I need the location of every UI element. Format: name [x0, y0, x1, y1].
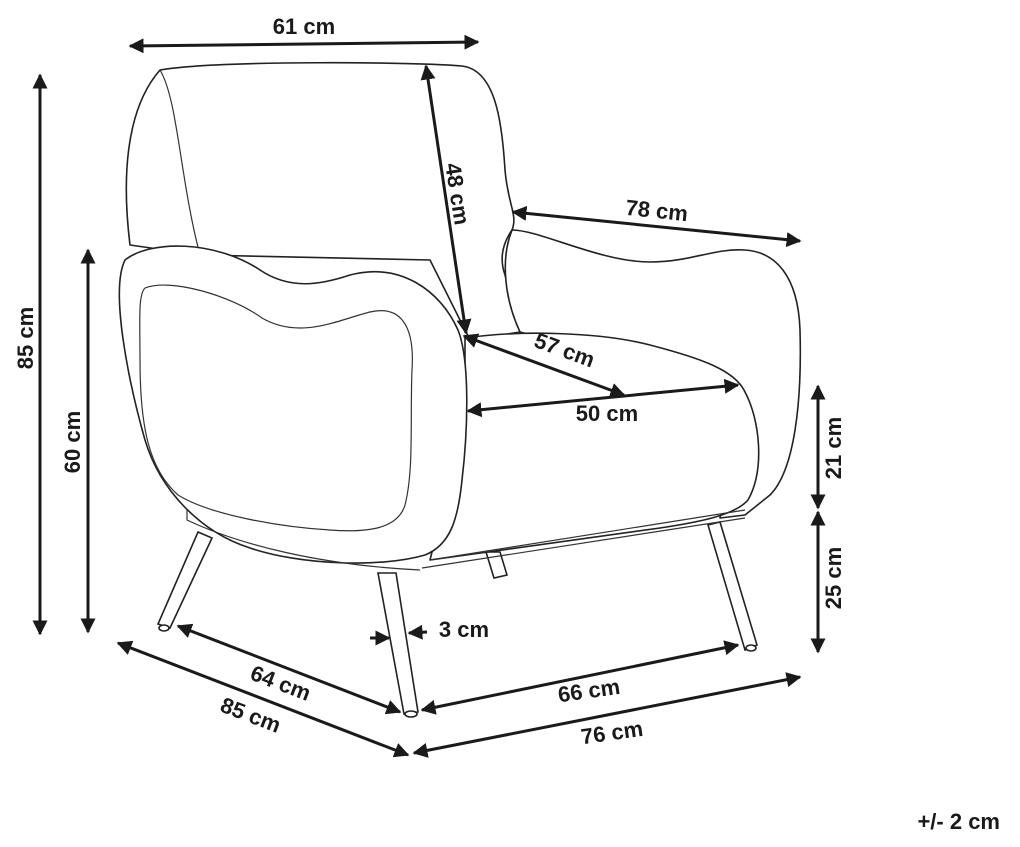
left-armrest-panel [139, 284, 413, 532]
dim-line-back-width [128, 34, 480, 54]
back-left-leg [484, 551, 509, 579]
base-rail [186, 510, 421, 571]
seat-base-edge [421, 517, 746, 569]
tolerance-note: +/- 2 cm [917, 809, 1000, 834]
dim-line-total-depth [116, 640, 410, 758]
front-left-foot [158, 624, 170, 632]
front-right-leg [377, 572, 419, 715]
left-armrest [118, 245, 468, 564]
dim-line-backrest-height [420, 64, 472, 335]
label-back-width: 61 cm [273, 14, 335, 39]
label-total-width: 78 cm [624, 195, 689, 226]
label-leg-height: 25 cm [821, 547, 846, 609]
back-right-foot [745, 644, 757, 652]
back-right-leg [706, 521, 758, 652]
front-left-leg [156, 530, 214, 629]
dim-line-total-width [511, 205, 802, 248]
dim-line-base-width [412, 672, 802, 758]
dim-line-leg-thickness-right [407, 624, 428, 640]
label-total-depth: 85 cm [217, 692, 284, 738]
label-base-width: 76 cm [579, 716, 644, 749]
backrest-edge [159, 69, 201, 256]
label-seat-width: 50 cm [576, 401, 638, 426]
label-total-height: 85 cm [13, 307, 38, 369]
label-seat-cushion-height: 21 cm [821, 417, 846, 479]
front-right-foot [404, 710, 418, 718]
dim-line-seat-width [466, 378, 740, 418]
dimension-labels: 61 cm 85 cm 60 cm 48 cm 78 cm 57 cm 50 c… [13, 14, 846, 749]
right-armrest [504, 229, 802, 519]
label-armrest-height: 60 cm [60, 411, 85, 473]
dimension-lines [32, 34, 826, 758]
seat-front-edge [429, 509, 746, 561]
label-leg-thickness: 3 cm [439, 617, 489, 642]
